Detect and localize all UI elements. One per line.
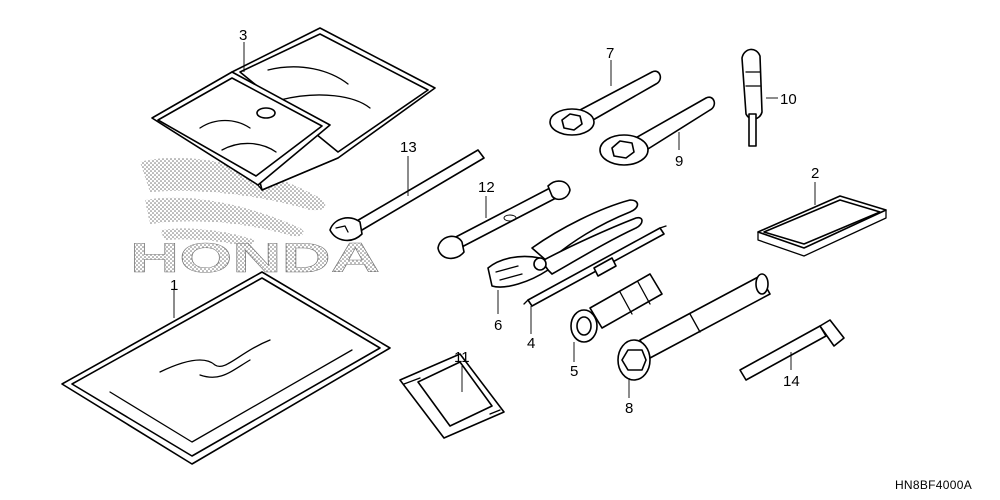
- callout-11: 11: [454, 349, 470, 366]
- ring-wrench: [549, 70, 662, 136]
- callout-5: 5: [570, 363, 578, 380]
- callout-9: 9: [675, 153, 683, 170]
- diagram-code: HN8BF4000A: [894, 478, 972, 492]
- callout-12: 12: [478, 179, 495, 196]
- strap-band: [399, 353, 505, 439]
- open-end-wrench-long: [329, 149, 485, 242]
- screwdriver: [523, 225, 667, 307]
- callout-6: 6: [494, 317, 502, 334]
- tool-bag: [151, 27, 436, 191]
- callout-leaders: [173, 42, 816, 398]
- pliers: [487, 199, 643, 288]
- callout-7: 7: [606, 45, 614, 62]
- hex-key: [739, 319, 845, 381]
- socket-wrench: [570, 273, 663, 343]
- callout-2: 2: [811, 165, 819, 182]
- sponge-pad: [757, 195, 887, 257]
- callout-numbers: 1 2 3 4 5 6 7 8 9 10 11 12 13 14: [170, 27, 819, 417]
- ring-wrench-large: [599, 96, 716, 166]
- callout-4: 4: [527, 335, 535, 352]
- callout-10: 10: [780, 91, 797, 108]
- spark-plug-wrench: [617, 273, 771, 381]
- callout-3: 3: [239, 27, 247, 44]
- callout-13: 13: [400, 139, 417, 156]
- document-pouch: [61, 271, 391, 465]
- callout-1: 1: [170, 277, 178, 294]
- honda-wing-logo: HONDA: [130, 157, 380, 281]
- pin-spanner-handle: [741, 48, 763, 147]
- callout-14: 14: [783, 373, 800, 390]
- open-end-wrench: [437, 180, 571, 260]
- callout-8: 8: [625, 400, 633, 417]
- logo-text: HONDA: [130, 234, 380, 281]
